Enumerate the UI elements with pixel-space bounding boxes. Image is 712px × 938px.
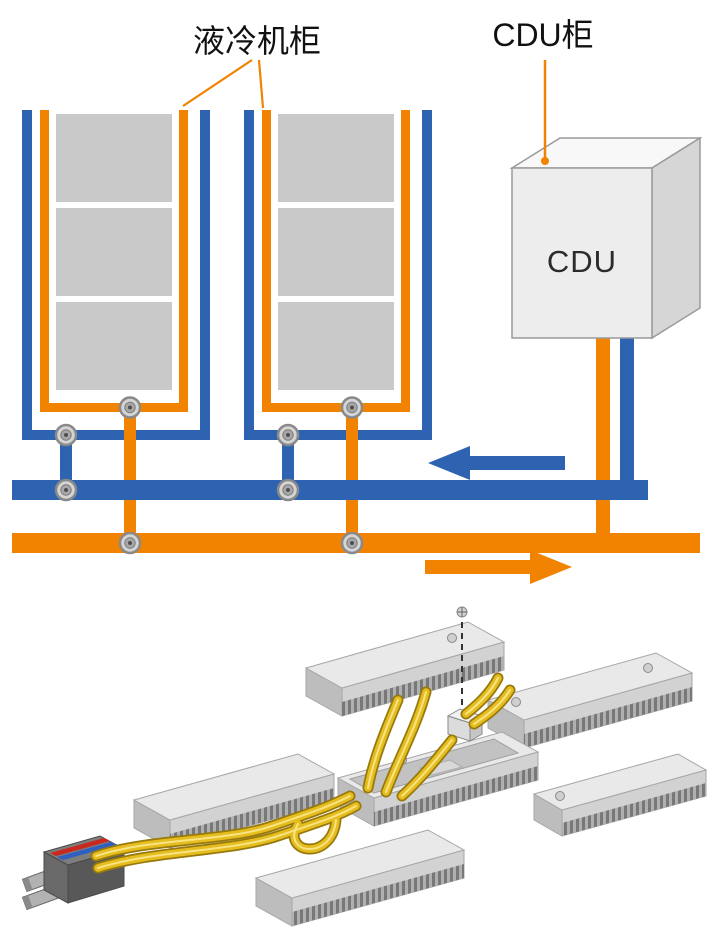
server-unit [56,302,172,390]
valve-icon [54,423,78,447]
cabinet2-orange-pipe-left [262,110,271,412]
cdu-orange-riser-pipe [596,330,610,553]
standoff-post [447,633,457,643]
valve-icon [118,531,142,555]
heatsink-fins [342,656,504,716]
valve-icon [276,478,300,502]
heatsink-fins [524,687,692,748]
cabinet2-blue-drop-pipe [282,440,294,490]
valve-icon [340,531,364,555]
server-module [254,829,466,927]
leader-dot [541,157,549,165]
blue-stripe [57,842,117,860]
cabinet2-orange-drop-pipe [346,412,358,543]
cooling-cabinet-label: 液冷机柜 [193,23,321,59]
screw-slot [457,607,467,617]
server-module [304,621,506,717]
left-flow-arrow-icon [428,446,565,480]
cabinet1-orange-drop-pipe [124,412,136,543]
cabinet1-blue-pipe-left [22,110,32,440]
cdu-box-label: CDU [547,244,617,279]
standoff-post [643,663,653,673]
leader-line [257,59,265,109]
server-unit [56,208,172,296]
cabinet2-blue-pipe-right [422,110,432,440]
cabinet2-blue-pipe-bottom [244,430,432,440]
cabinet1-blue-pipe-bottom [22,430,210,440]
cabinet1-blue-drop-pipe [60,440,72,490]
quick-connector [21,835,126,911]
standoff-post [511,697,521,707]
cabinet1-orange-pipe-right [179,110,188,412]
standoff-post [555,791,565,801]
heatsink-fins [292,864,464,926]
cabinet1-blue-pipe-right [200,110,210,440]
cabinet2-orange-pipe-bottom [262,403,410,412]
server-module [532,753,708,837]
valve-icon [118,396,142,419]
cabinet2-orange-pipe-right [401,110,410,412]
cdu-blue-riser-pipe [620,330,634,500]
piping-schematic: CDU 液冷机柜 CDU柜 [12,17,703,584]
valve-icon [54,478,78,502]
heatsink-fins [374,766,538,826]
cdu-cabinet-label: CDU柜 [492,17,593,53]
server-unit [278,208,394,296]
valve-icon [340,396,364,419]
cabinet1-orange-pipe-left [40,110,49,412]
cdu-box-side-face [651,136,701,340]
leader-line [182,59,253,107]
right-flow-arrow-icon [425,550,572,584]
cdu-box-front-face [511,167,653,339]
cabinet1-orange-pipe-bottom [40,403,188,412]
server-module [486,652,694,749]
red-stripe [50,838,110,856]
server-unit [278,302,394,390]
valve-icon [276,423,300,447]
server-unit [278,114,394,202]
cabinet2-blue-pipe-left [244,110,254,440]
server-unit [56,114,172,202]
server-module-illustration [21,606,708,927]
liquid-cooling-cabinet-2 [244,110,432,543]
cdu-box: CDU [509,136,703,340]
heatsink-fins [562,783,706,836]
liquid-cooling-cabinet-1 [22,110,210,543]
cold-supply-main-pipe [12,480,648,500]
